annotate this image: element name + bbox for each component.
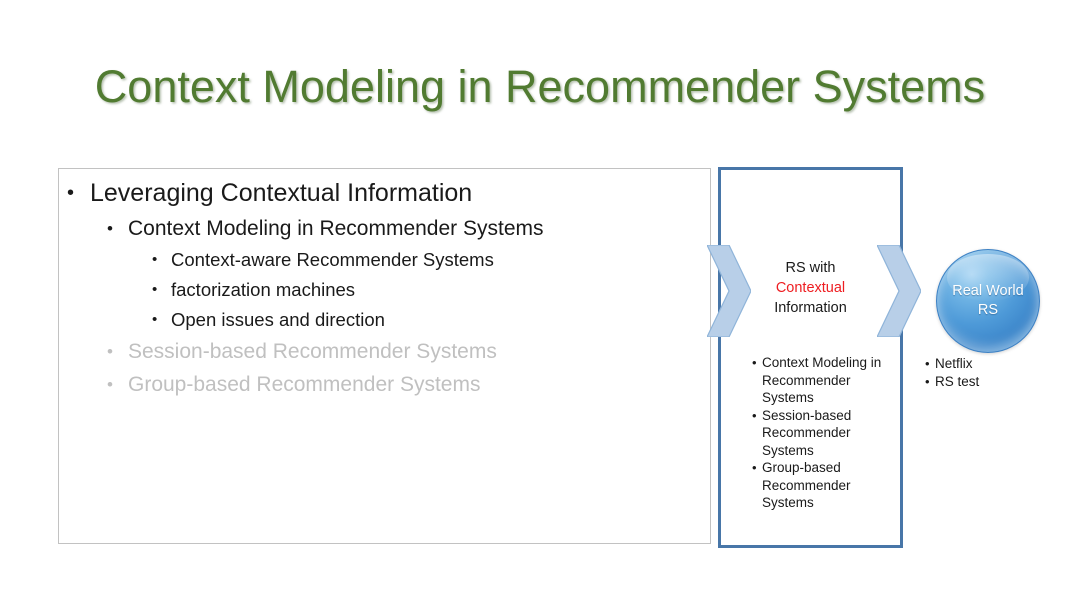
list-item-label: Group-based Recommender Systems bbox=[762, 460, 851, 510]
real-world-rs-circle: Real World RS bbox=[936, 249, 1040, 353]
bullet-icon: • bbox=[152, 311, 158, 328]
list-item-label: Context-aware Recommender Systems bbox=[171, 249, 494, 270]
list-item-label: factorization machines bbox=[171, 279, 356, 300]
list-item: • Open issues and direction bbox=[59, 305, 710, 335]
bullet-icon: • bbox=[107, 219, 113, 238]
heading-line-3: Information bbox=[774, 300, 847, 316]
bullet-icon: • bbox=[752, 407, 757, 423]
list-item: • Group-based Recommender Systems bbox=[752, 459, 892, 512]
bullet-icon: • bbox=[925, 356, 930, 371]
pipeline-stage-box bbox=[718, 167, 903, 548]
list-item-dimmed: • Group-based Recommender Systems bbox=[59, 368, 710, 401]
list-item: • Leveraging Contextual Information bbox=[59, 174, 710, 212]
bullet-icon: • bbox=[925, 373, 930, 389]
list-item-label: Context Modeling in Recommender Systems bbox=[128, 217, 544, 240]
outline-bullet-list: • Leveraging Contextual Information • Co… bbox=[59, 174, 710, 401]
sphere-shape bbox=[936, 249, 1040, 353]
list-item: • Context-aware Recommender Systems bbox=[59, 245, 710, 275]
list-item-label: Session-based Recommender Systems bbox=[128, 340, 497, 363]
bullet-icon: • bbox=[152, 251, 158, 268]
list-item-label: Open issues and direction bbox=[171, 309, 385, 330]
list-item-label: Group-based Recommender Systems bbox=[128, 373, 481, 396]
bullet-icon: • bbox=[107, 342, 113, 361]
list-item-dimmed: • Session-based Recommender Systems bbox=[59, 335, 710, 368]
list-item: • Context Modeling in Recommender System… bbox=[59, 212, 710, 245]
bullet-icon: • bbox=[152, 281, 158, 298]
pipeline-stage-bullet-list: • Context Modeling in Recommender System… bbox=[752, 354, 892, 512]
page-title: Context Modeling in Recommender Systems bbox=[94, 61, 986, 112]
list-item-label: Context Modeling in Recommender Systems bbox=[762, 355, 882, 405]
chevron-shape bbox=[877, 245, 921, 337]
real-world-examples-list: • Netflix • RS test bbox=[925, 355, 1055, 390]
list-item-label: Netflix bbox=[935, 356, 973, 371]
list-item: • Netflix bbox=[925, 355, 1055, 373]
chevron-shape bbox=[707, 245, 751, 337]
circle-label-line-1: Real World bbox=[952, 283, 1024, 299]
heading-line-1: RS with bbox=[785, 260, 836, 276]
bullet-icon: • bbox=[107, 375, 113, 394]
list-item-label: Session-based Recommender Systems bbox=[762, 407, 852, 458]
list-item: • factorization machines bbox=[59, 275, 710, 305]
bullet-icon: • bbox=[752, 355, 757, 370]
pipeline-stage-heading: RS with Contextual Information bbox=[718, 258, 903, 318]
list-item: • Session-based Recommender Systems bbox=[752, 407, 892, 460]
content-outline-box: • Leveraging Contextual Information • Co… bbox=[58, 168, 711, 544]
chevron-right-icon bbox=[877, 245, 921, 337]
list-item-label: Leveraging Contextual Information bbox=[90, 179, 473, 207]
circle-label: Real World RS bbox=[936, 249, 1040, 353]
list-item: • Context Modeling in Recommender System… bbox=[752, 354, 892, 407]
circle-label-line-2: RS bbox=[977, 302, 999, 318]
chevron-right-icon bbox=[707, 245, 751, 337]
list-item-label: RS test bbox=[935, 373, 980, 389]
heading-line-2-highlight: Contextual bbox=[775, 280, 846, 296]
list-item: • RS test bbox=[925, 373, 1055, 391]
bullet-icon: • bbox=[67, 182, 75, 204]
bullet-icon: • bbox=[752, 460, 757, 475]
